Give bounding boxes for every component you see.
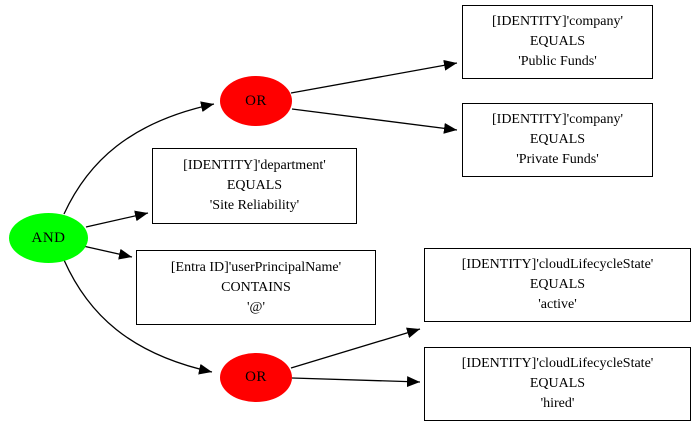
- edge-and-to-upn: [82, 245, 133, 260]
- condition-attribute: [IDENTITY]'cloudLifecycleState': [461, 356, 654, 371]
- operator-label-or-bottom: OR: [245, 369, 267, 385]
- condition-node-company-private-funds: [IDENTITY]'company' EQUALS 'Private Fund…: [462, 103, 653, 177]
- condition-node-upn-contains-at: [Entra ID]'userPrincipalName' CONTAINS '…: [136, 250, 376, 325]
- condition-operator: EQUALS: [226, 178, 283, 193]
- condition-operator: EQUALS: [529, 376, 586, 391]
- condition-attribute: [IDENTITY]'cloudLifecycleState': [461, 257, 654, 272]
- condition-attribute: [IDENTITY]'company': [492, 112, 623, 127]
- condition-operator: EQUALS: [529, 132, 586, 147]
- operator-label-and: AND: [31, 229, 66, 246]
- edge-and-to-department: [85, 210, 149, 228]
- condition-node-lifecycle-active: [IDENTITY]'cloudLifecycleState' EQUALS '…: [424, 248, 691, 322]
- condition-node-department-site-reliability: [IDENTITY]'department' EQUALS 'Site Reli…: [152, 148, 357, 224]
- operator-label-or-top: OR: [245, 92, 267, 109]
- operator-node-or-top: OR: [220, 76, 292, 126]
- condition-value: 'Private Funds': [516, 152, 599, 167]
- condition-value: 'active': [538, 297, 577, 312]
- operator-node-or-bottom: OR: [220, 353, 292, 402]
- operator-node-and: AND: [9, 213, 88, 263]
- condition-attribute: [IDENTITY]'company': [492, 14, 623, 29]
- condition-operator: EQUALS: [529, 277, 586, 292]
- condition-value: 'hired': [540, 396, 575, 411]
- condition-value: 'Site Reliability': [209, 198, 300, 213]
- edge-or-top-to-public-funds: [290, 59, 458, 94]
- condition-operator: EQUALS: [529, 34, 586, 49]
- edge-and-to-or-bottom: [63, 259, 213, 375]
- condition-node-company-public-funds: [IDENTITY]'company' EQUALS 'Public Funds…: [462, 5, 653, 79]
- edge-or-top-to-private-funds: [291, 108, 458, 134]
- edge-or-bottom-to-active: [290, 327, 421, 369]
- condition-value: '@': [247, 299, 265, 315]
- condition-attribute: [Entra ID]'userPrincipalName': [170, 259, 342, 275]
- condition-value: 'Public Funds': [518, 54, 597, 69]
- edge-and-to-or-top: [63, 101, 215, 215]
- condition-attribute: [IDENTITY]'department': [183, 158, 326, 173]
- edge-or-bottom-to-hired: [291, 376, 421, 388]
- condition-operator: CONTAINS: [221, 279, 291, 295]
- condition-node-lifecycle-hired: [IDENTITY]'cloudLifecycleState' EQUALS '…: [424, 347, 691, 421]
